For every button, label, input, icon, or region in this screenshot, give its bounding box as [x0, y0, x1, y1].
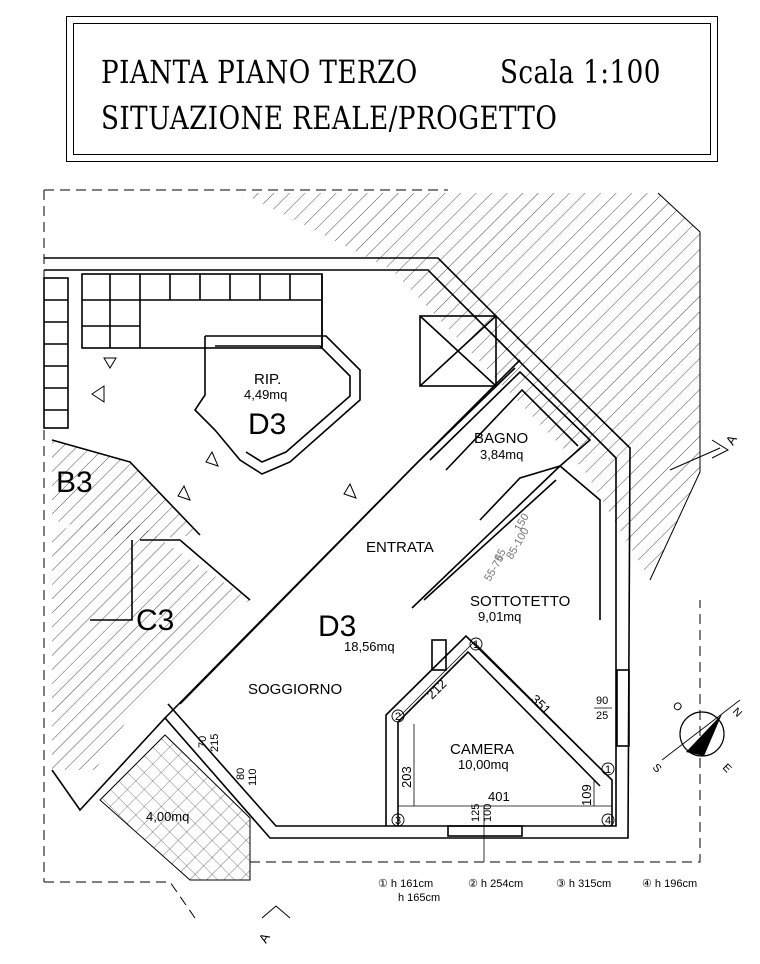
walls: [43, 257, 631, 839]
camera-room-name: CAMERA: [450, 741, 514, 758]
window-width-80: 80: [235, 768, 247, 780]
title-block: PIANTA PIANO TERZO Scala 1:100 SITUAZION…: [66, 16, 718, 162]
title-line-1-scale: Scala 1:100: [500, 53, 661, 91]
window-height-25: 25: [596, 710, 608, 722]
point-2: 2: [395, 711, 401, 723]
soggiorno-room-name: SOGGIORNO: [248, 681, 342, 698]
door-height-215: 215: [209, 734, 221, 752]
window-width-90: 90: [596, 695, 608, 707]
door-width-70: 70: [197, 736, 209, 748]
rip-room-name: RIP.: [254, 371, 281, 388]
height-65: 65: [492, 547, 509, 564]
sottotetto-room-area: 9,01mq: [478, 609, 521, 624]
dim-203: 203: [399, 766, 414, 788]
terrace-area: 4,00mq: [146, 809, 189, 824]
dim-109: 109: [579, 784, 594, 806]
legend-h3: ③ h 315cm: [556, 878, 611, 890]
point-1-right: 1: [605, 764, 611, 776]
terrace: [99, 734, 251, 881]
c3-unit-label: C3: [136, 604, 174, 637]
main-unit-label: D3: [318, 610, 356, 643]
point-3: 3: [395, 815, 401, 827]
window-height-110: 110: [247, 768, 259, 786]
title-line-2: SITUAZIONE REALE/PROGETTO: [101, 99, 558, 137]
dimension-lines: [398, 641, 612, 862]
height-points: [391, 637, 615, 827]
compass-e: E: [720, 762, 734, 776]
bagno-room-area: 3,84mq: [480, 447, 523, 462]
height-55-75: 55-75: [482, 553, 506, 583]
dim-100: 100: [482, 804, 494, 822]
sottotetto-room-name: SOTTOTETTO: [470, 593, 570, 610]
compass: [661, 699, 741, 761]
dim-125: 125: [470, 804, 482, 822]
hatched-neighbour-zone: [52, 192, 701, 770]
camera-room-area: 10,00mq: [458, 757, 509, 772]
legend-h2: ② h 254cm: [468, 878, 523, 890]
bagno-room-name: BAGNO: [474, 430, 528, 447]
height-85-100: 85-100: [504, 526, 532, 562]
rip-unit-label: D3: [248, 408, 286, 441]
point-4: 4: [605, 815, 611, 827]
main-unit-area: 18,56mq: [344, 639, 395, 654]
legend-h4: ④ h 196cm: [642, 878, 697, 890]
b3-unit-label: B3: [56, 466, 93, 499]
entrata-room-name: ENTRATA: [366, 539, 434, 556]
legend-h1b: h 165cm: [398, 892, 440, 904]
legend-h1a: ① h 161cm: [378, 878, 433, 890]
section-marker-a-right: A: [723, 432, 740, 447]
compass-n: N: [730, 706, 744, 720]
point-1-top: 1: [473, 639, 479, 651]
title-block-inner-frame: [73, 23, 711, 155]
dim-212: 212: [424, 676, 450, 702]
section-marker-a-left: A: [256, 930, 273, 945]
door-arrows: [91, 357, 357, 501]
compass-s: S: [650, 762, 664, 776]
compass-o: O: [670, 700, 685, 715]
section-line: [261, 439, 730, 919]
dim-351: 351: [528, 692, 554, 718]
rip-room-area: 4,49mq: [244, 387, 287, 402]
title-line-1-left: PIANTA PIANO TERZO: [101, 53, 418, 91]
dim-401: 401: [488, 789, 510, 804]
